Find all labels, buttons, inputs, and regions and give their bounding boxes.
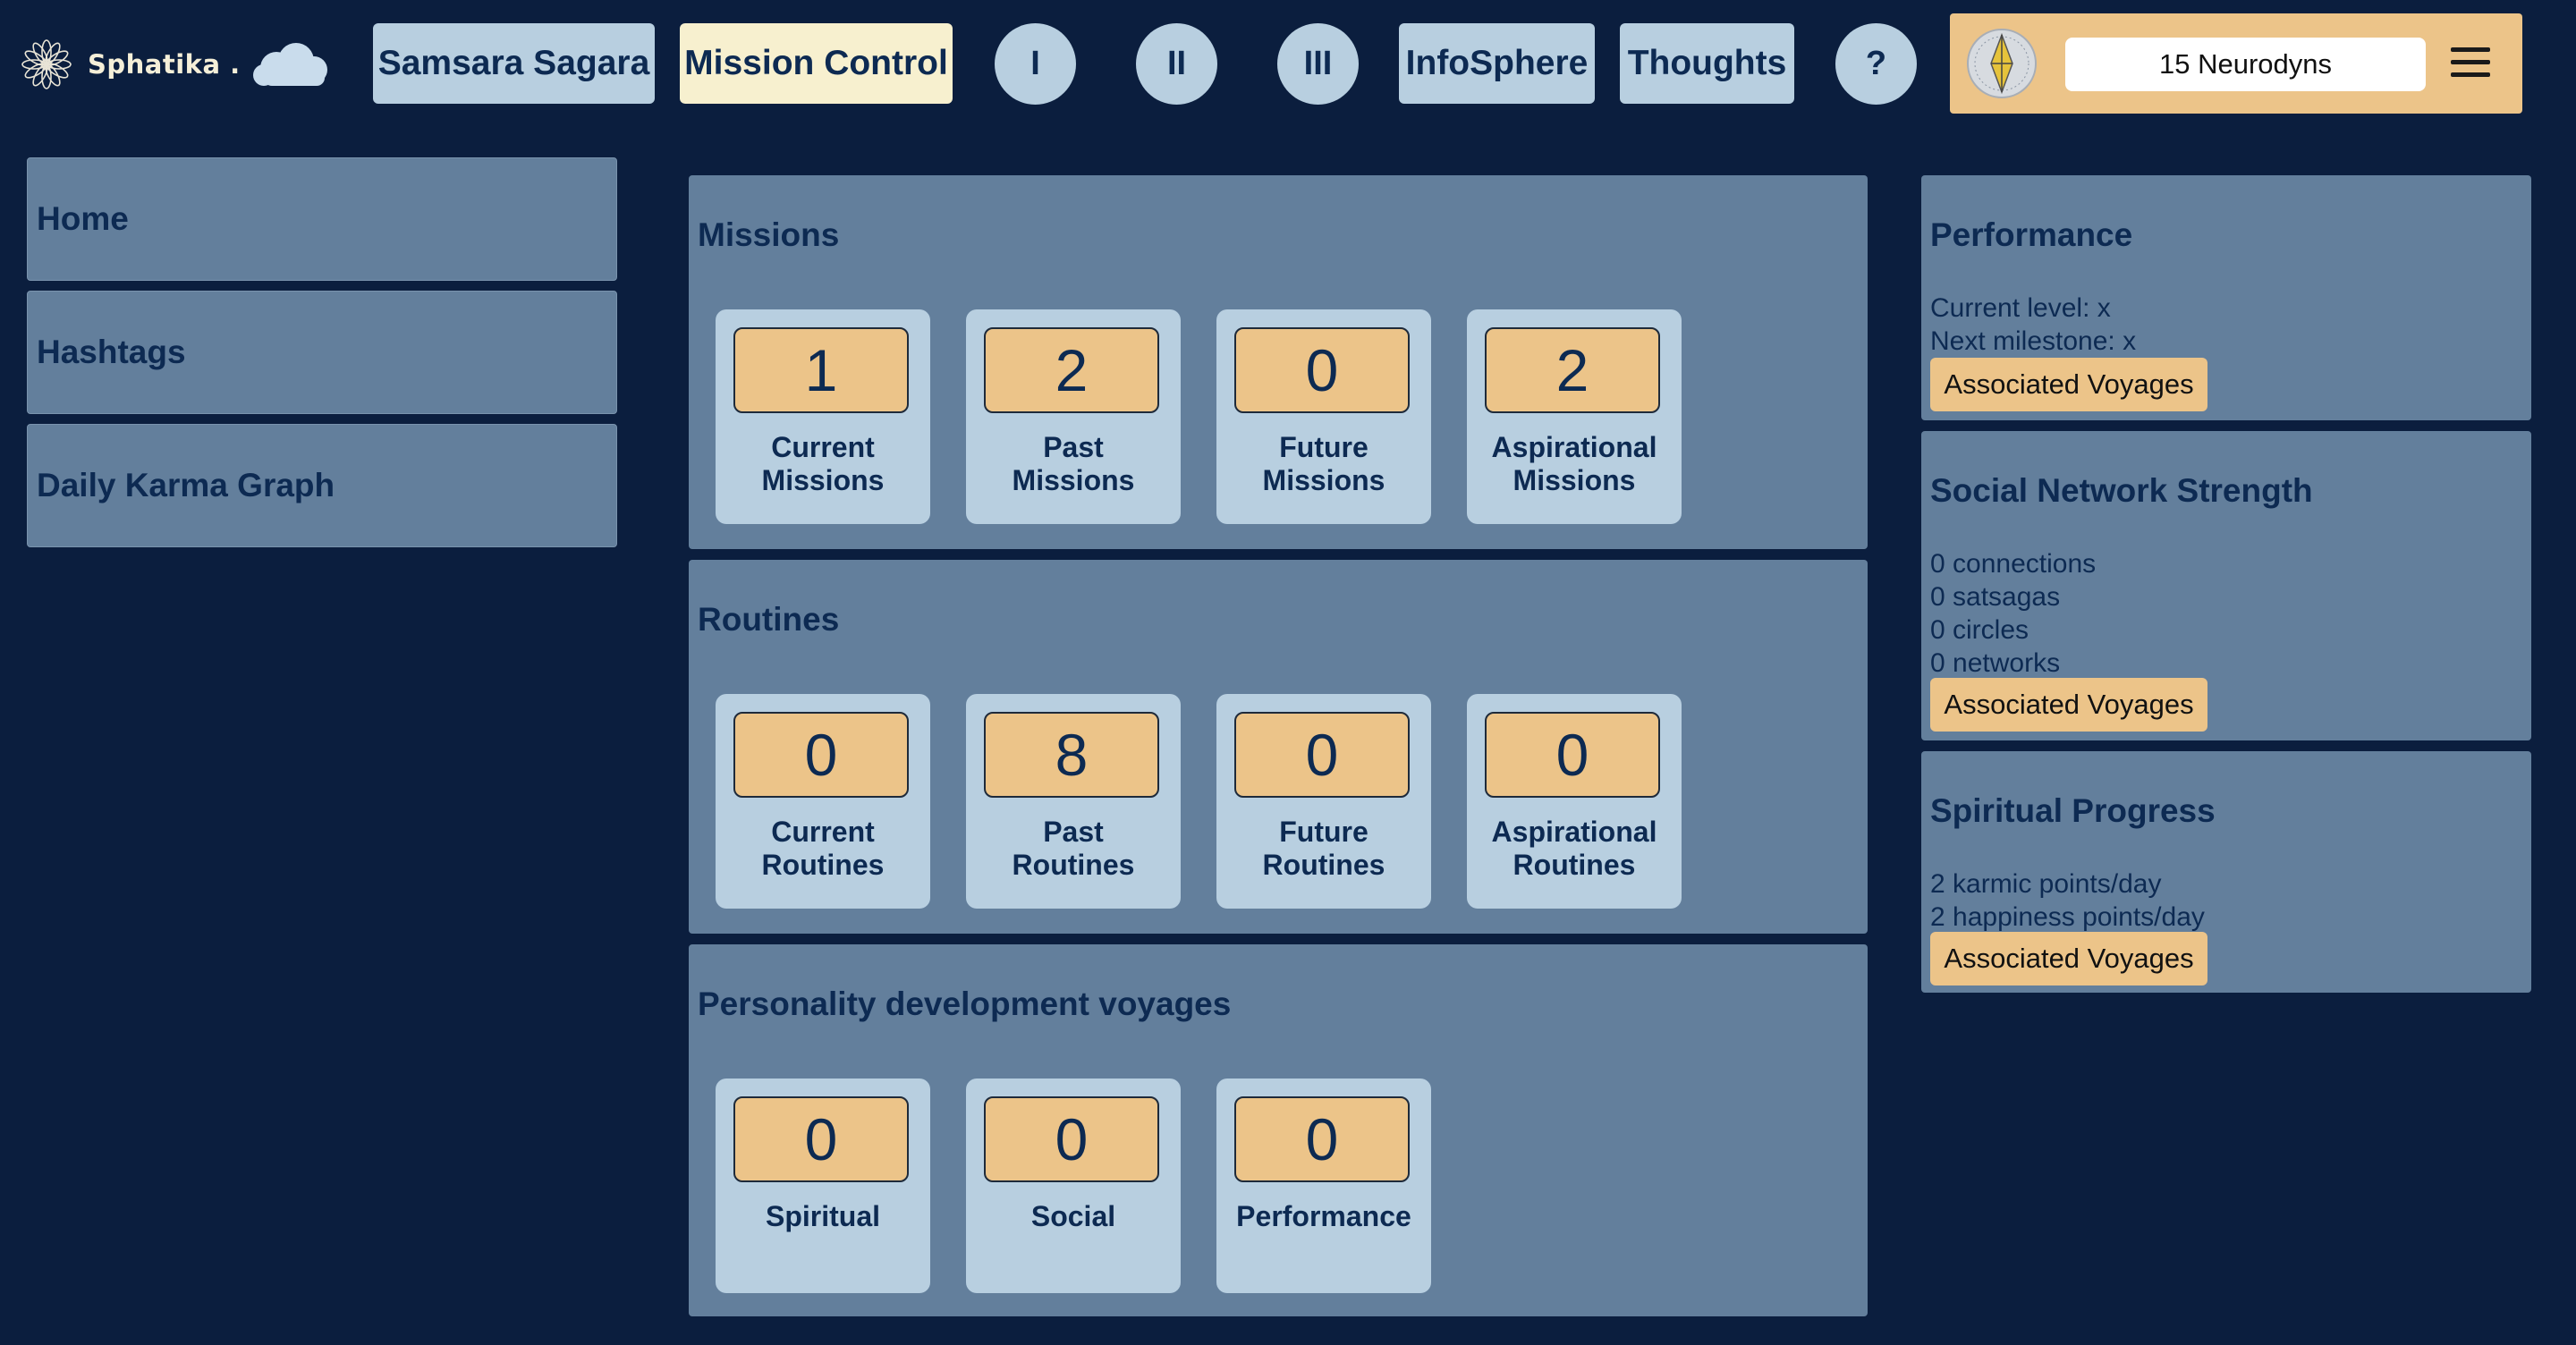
menu-icon[interactable]	[2451, 47, 2490, 78]
nav-thoughts[interactable]: Thoughts	[1620, 23, 1794, 104]
flower-logo-icon	[21, 39, 72, 89]
performance-title: Performance	[1930, 216, 2133, 253]
future-missions-count: 0	[1234, 327, 1410, 413]
future-routines-count: 0	[1234, 712, 1410, 798]
nav-level-3[interactable]: III	[1277, 23, 1359, 105]
connections-count: 0 connections	[1930, 549, 2097, 579]
cloud-icon	[252, 43, 327, 86]
current-missions-count: 1	[733, 327, 909, 413]
neurodyns-balance: 15 Neurodyns	[2065, 38, 2426, 91]
networks-count: 0 networks	[1930, 648, 2061, 678]
voyages-panel: Personality development voyages 0 Spirit…	[689, 944, 1868, 1316]
performance-voyages-label: Performance	[1236, 1200, 1411, 1232]
performance-panel: Performance Current level: x Next milest…	[1921, 175, 2531, 420]
social-associated-voyages-button[interactable]: Associated Voyages	[1930, 678, 2207, 732]
satsagas-count: 0 satsagas	[1930, 582, 2061, 612]
social-voyages-label: Social	[1030, 1200, 1116, 1232]
sidebar-item-home[interactable]: Home	[27, 157, 617, 281]
sidebar-item-hashtags[interactable]: Hashtags	[27, 291, 617, 414]
social-voyages-count: 0	[984, 1096, 1159, 1182]
current-routines-count: 0	[733, 712, 909, 798]
brand-logo[interactable]: Sphatika .	[20, 34, 332, 95]
spiritual-associated-voyages-button[interactable]: Associated Voyages	[1930, 932, 2207, 985]
performance-associated-voyages-button[interactable]: Associated Voyages	[1930, 358, 2207, 411]
aspirational-routines-count: 0	[1485, 712, 1660, 798]
karmic-points: 2 karmic points/day	[1930, 869, 2162, 899]
social-voyages-card[interactable]: 0 Social	[966, 1079, 1181, 1293]
help-button[interactable]: ?	[1835, 23, 1917, 105]
social-network-panel: Social Network Strength 0 connections 0 …	[1921, 431, 2531, 740]
nav-infosphere[interactable]: InfoSphere	[1399, 23, 1595, 104]
nav-level-2[interactable]: II	[1136, 23, 1217, 105]
performance-voyages-count: 0	[1234, 1096, 1410, 1182]
routines-title: Routines	[698, 601, 840, 638]
happiness-points: 2 happiness points/day	[1930, 902, 2205, 932]
spiritual-progress-panel: Spiritual Progress 2 karmic points/day 2…	[1921, 751, 2531, 993]
aspirational-missions-count: 2	[1485, 327, 1660, 413]
performance-stats: Current level: x Next milestone: x	[1930, 292, 2136, 358]
spiritual-voyages-count: 0	[733, 1096, 909, 1182]
next-milestone: Next milestone: x	[1930, 326, 2137, 356]
social-network-title: Social Network Strength	[1930, 472, 2313, 509]
nav-mission-control[interactable]: Mission Control	[680, 23, 953, 104]
nav-level-1[interactable]: I	[995, 23, 1076, 105]
missions-title: Missions	[698, 216, 840, 253]
spiritual-voyages-label: Spiritual	[765, 1200, 880, 1232]
voyages-title: Personality development voyages	[698, 985, 1232, 1022]
spiritual-progress-title: Spiritual Progress	[1930, 792, 2216, 829]
past-routines-count: 8	[984, 712, 1159, 798]
brand-name: Sphatika .	[88, 49, 241, 80]
circles-count: 0 circles	[1930, 615, 2029, 645]
past-missions-count: 2	[984, 327, 1159, 413]
spiritual-progress-stats: 2 karmic points/day 2 happiness points/d…	[1930, 867, 2205, 934]
performance-voyages-card[interactable]: 0 Performance	[1216, 1079, 1431, 1293]
user-bar: 15 Neurodyns	[1950, 13, 2522, 114]
nav-samsara-sagara[interactable]: Samsara Sagara	[373, 23, 655, 104]
spiritual-voyages-card[interactable]: 0 Spiritual	[716, 1079, 930, 1293]
sidebar-item-daily-karma-graph[interactable]: Daily Karma Graph	[27, 424, 617, 547]
social-network-stats: 0 connections 0 satsagas 0 circles 0 net…	[1930, 547, 2096, 680]
current-level: Current level: x	[1930, 293, 2111, 323]
user-emblem-icon[interactable]	[1966, 28, 2038, 99]
